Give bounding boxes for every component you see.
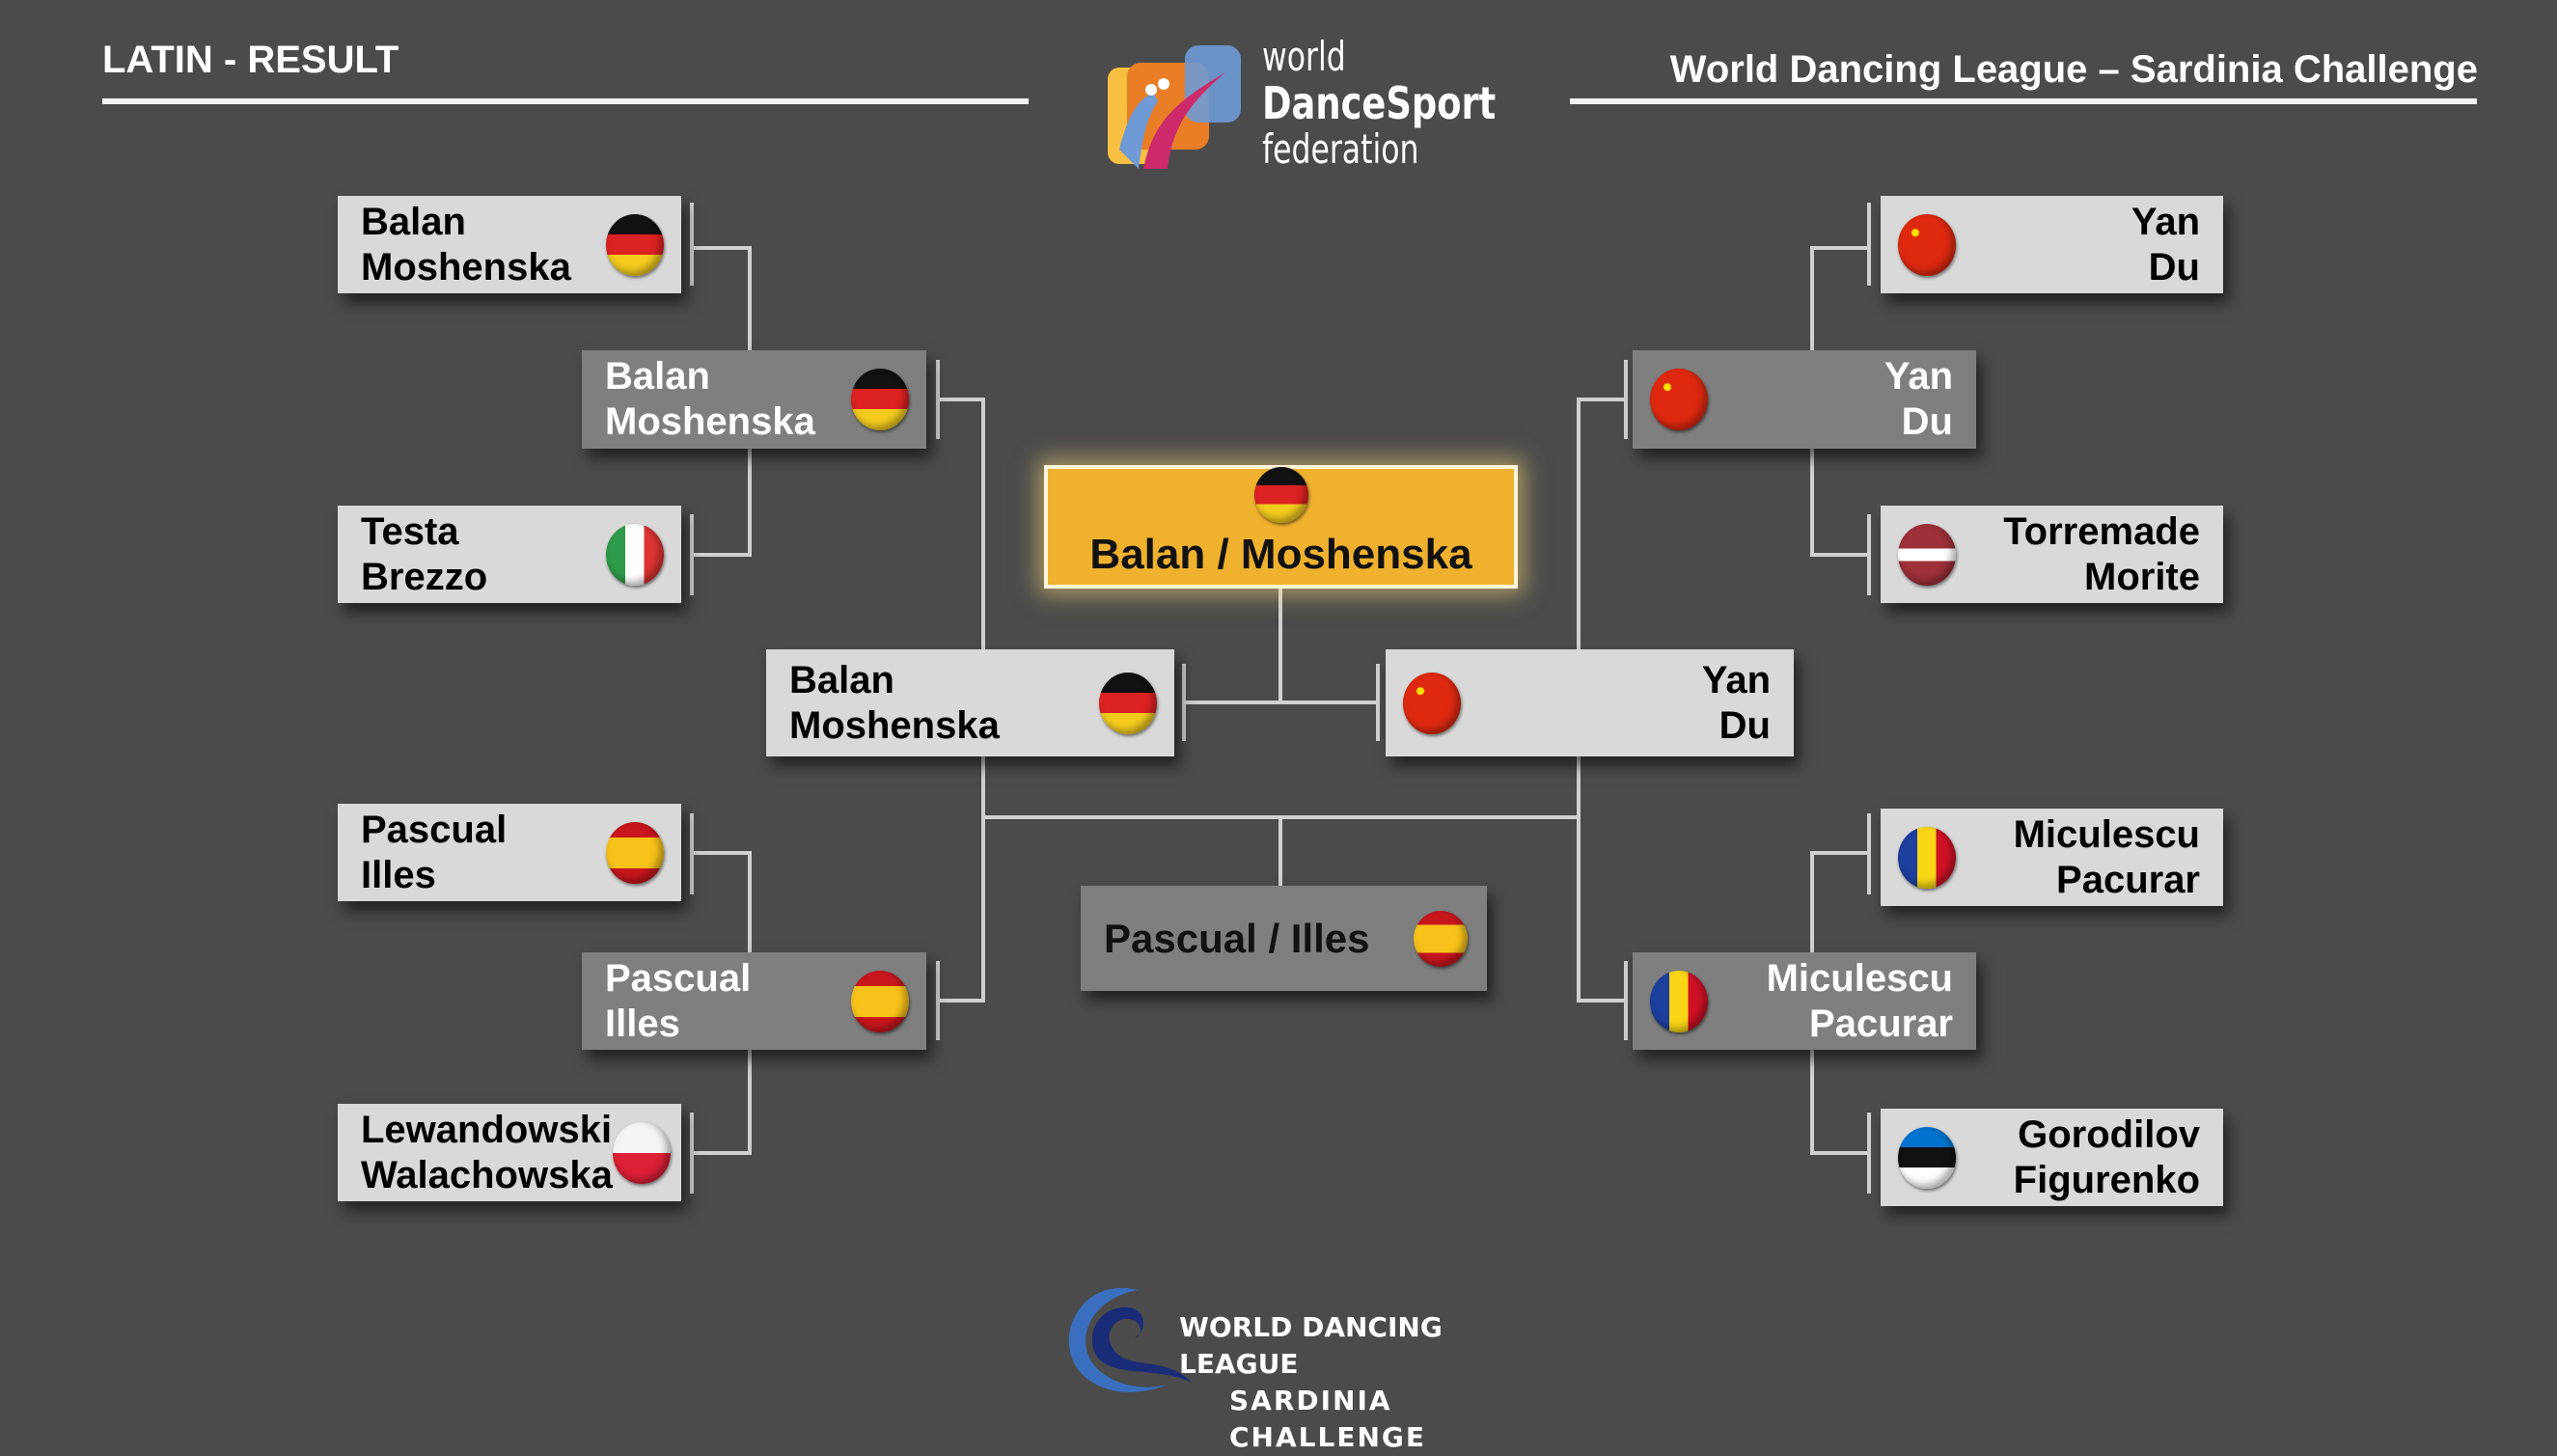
title-rule-left [102,98,1029,104]
couple-name-line1: Pascual [361,808,508,851]
logo-text-world: world [1262,33,1346,80]
logo-text-dancesport: DanceSport [1262,77,1497,129]
title-rule-right [1570,98,2477,104]
section-title: LATIN - RESULT [102,39,399,81]
wdsf-emblem-icon [1108,45,1241,169]
flag-poland-icon [612,1121,671,1184]
wdsf-logo: world DanceSport federation [1100,34,1505,179]
couple-name-line1: Testa [361,509,459,553]
couple-name-line2: Moshenska [361,245,571,288]
couple-name-line2: Illes [361,853,436,896]
couple-name-line2: Pacurar [1809,1002,1953,1045]
couple-name-line1: Yan [1883,355,1953,398]
couple-name-line2: Du [1718,703,1771,747]
couple-name-line1: Gorodilov [2018,1113,2200,1156]
flag-romania-icon [1650,970,1708,1032]
couple-name-line1: Balan [605,355,710,398]
couple-name-line2: Moshenska [789,703,1000,747]
couple-name-line2: Du [1901,400,1953,443]
flag-spain-icon [1414,910,1468,967]
couple-name-line2: Du [2148,245,2200,288]
couple-name-line1: Yan [2131,200,2200,243]
flag-germany-icon [1253,467,1308,523]
winner-name: Balan / Moshenska [1089,531,1472,578]
flag-germany-icon [851,369,909,430]
couple-name-line2: Figurenko [2013,1158,2200,1201]
couple-name-line2: Brezzo [361,555,488,598]
event-title: World Dancing League – Sardinia Challeng… [1669,48,2478,91]
flag-spain-icon [606,821,664,884]
wdl-logo: WORLD DANCING LEAGUE SARDINIA CHALLENGE [1061,1278,1544,1453]
flag-estonia-icon [1898,1126,1956,1189]
couple-name-line2: Illes [605,1002,680,1045]
flag-italy-icon [606,523,664,586]
flag-latvia-icon [1898,523,1956,586]
wdl-logo-line2: SARDINIA CHALLENGE [1229,1385,1427,1453]
couple-name-line1: Miculescu [2013,812,2200,856]
couple-name-line1: Balan [789,658,894,701]
couple-name-line1: Yan [1701,658,1771,701]
logo-text-federation: federation [1262,125,1419,173]
winner-box: Balan / Moshenska [1044,465,1518,589]
couple-name-line1: Miculescu [1766,956,1953,1000]
couple-name-line2: Moshenska [605,400,815,443]
third-place-box: Pascual / Illes [1081,886,1487,991]
couple-name-line1: Torremade [2003,509,2200,553]
flag-germany-icon [1099,672,1157,734]
couple-name-line1: Pascual [605,956,752,1000]
couple-name-line1: Balan [361,200,466,243]
flag-china-icon [1403,672,1461,734]
couple-name-line2: Morite [2084,555,2200,598]
couple-name-line2: Walachowska [361,1153,613,1196]
wdl-logo-line1: WORLD DANCING LEAGUE [1179,1311,1443,1380]
flag-germany-icon [606,213,664,276]
flag-spain-icon [851,970,909,1032]
wave-emblem-icon [1068,1287,1192,1392]
couple-name-line2: Pacurar [2056,858,2200,901]
flag-china-icon [1898,213,1956,276]
couple-name-line1: Lewandowski [361,1108,613,1151]
third-place-name: Pascual / Illes [1104,915,1370,961]
flag-china-icon [1650,369,1708,430]
flag-romania-icon [1898,826,1956,889]
